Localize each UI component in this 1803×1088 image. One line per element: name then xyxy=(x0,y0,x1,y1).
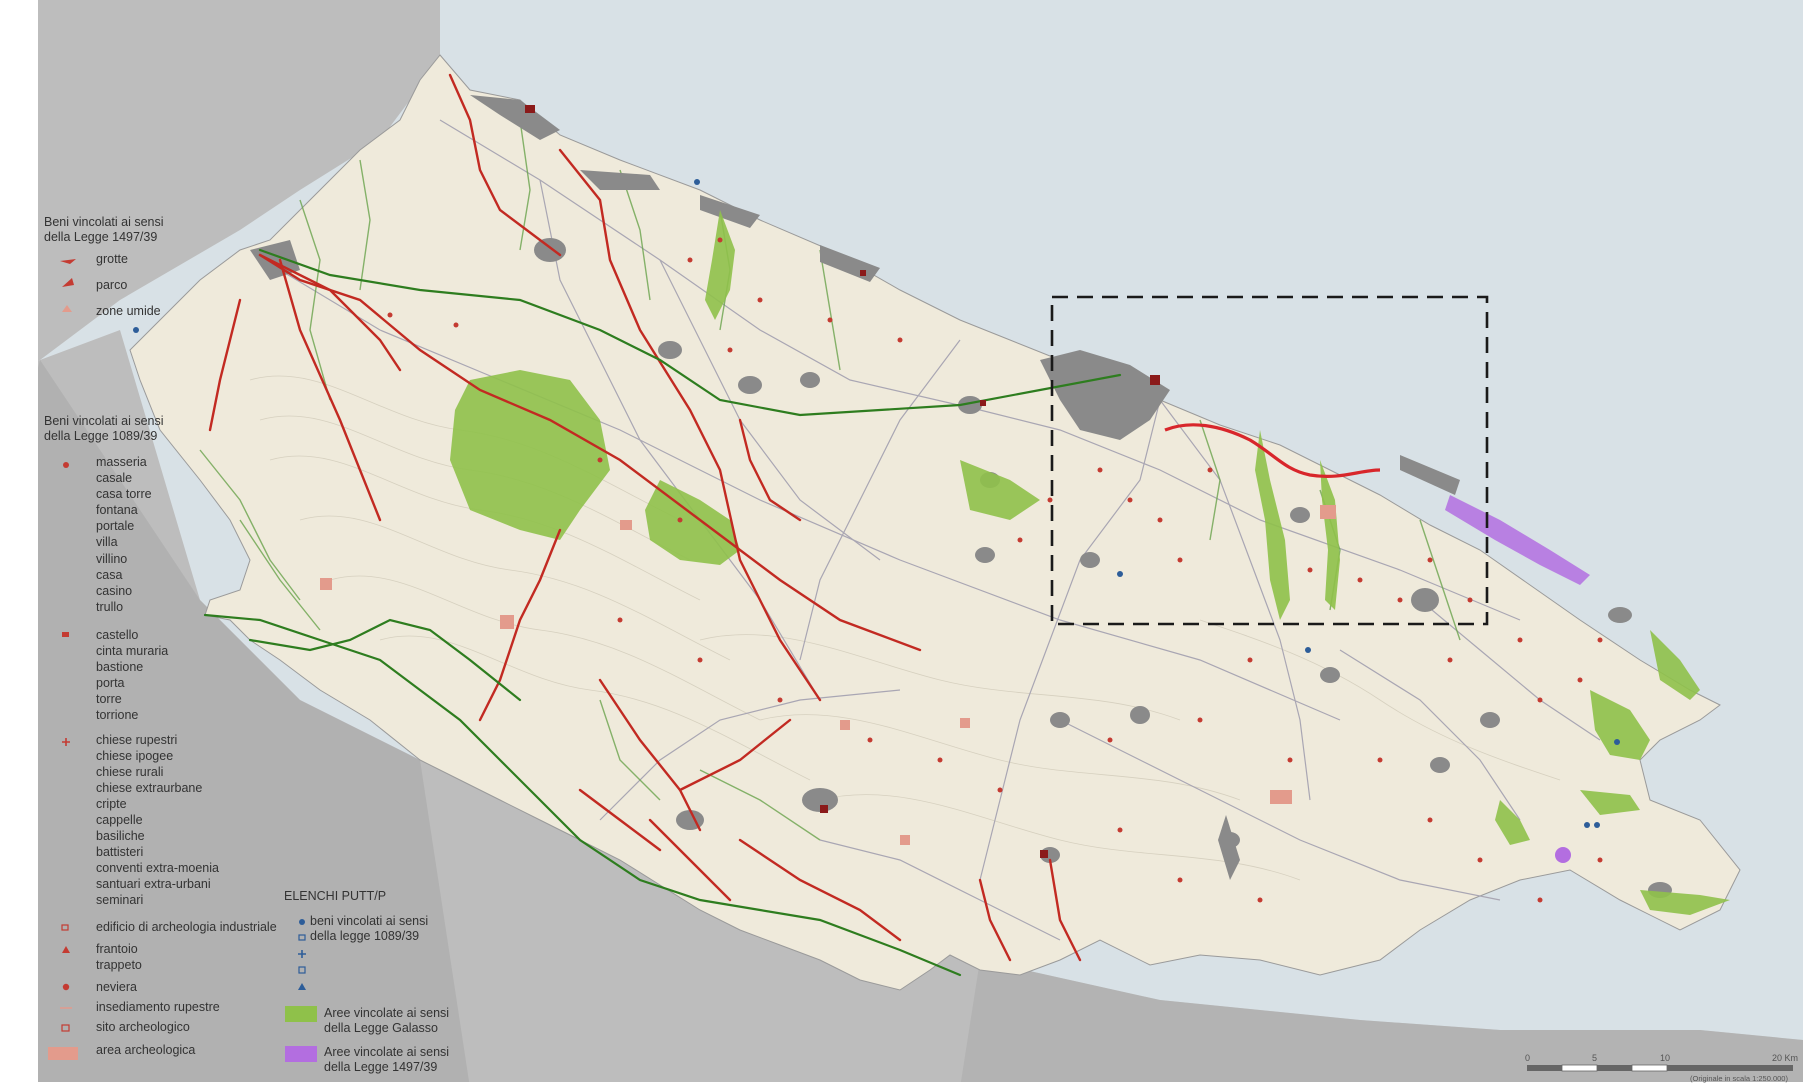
legend-item-neviera: neviera xyxy=(96,979,137,994)
scale-tick-20: 20 Km xyxy=(1772,1053,1799,1063)
tratturi-red xyxy=(208,73,1082,962)
legend-group-masseria: masseria casale casa torre fontana porta… xyxy=(96,455,152,614)
legend-item-grotte: grotte xyxy=(96,252,128,266)
legend-item-sito: sito archeologico xyxy=(96,1019,190,1034)
legend-1497-title: Beni vincolati ai sensi della Legge 1497… xyxy=(44,215,164,244)
historic-centres xyxy=(525,105,1160,858)
land-region xyxy=(129,54,1741,991)
outside-territory xyxy=(0,0,440,380)
outside-territory-shade xyxy=(0,360,470,1088)
urban-areas xyxy=(250,95,1672,898)
legend-group-castello: castello cinta muraria bastione porta to… xyxy=(96,627,169,723)
outside-territory-south xyxy=(0,330,1803,1088)
scale-tick-0: 0 xyxy=(1525,1053,1531,1063)
legend-item-edificio: edificio di archeologia industriale xyxy=(96,919,277,934)
legend-putt-title: ELENCHI PUTT/P xyxy=(284,889,387,903)
legge1497-point xyxy=(1555,847,1571,863)
legend-1089-title: Beni vincolati ai sensi della Legge 1089… xyxy=(44,414,164,443)
page-margin-bottom xyxy=(0,1082,1803,1088)
legend-legge-1497: Beni vincolati ai sensi della Legge 1497… xyxy=(44,215,244,319)
scale-tick-10: 10 xyxy=(1660,1053,1671,1063)
legend-item-parco: parco xyxy=(96,278,128,292)
archaeological-areas xyxy=(320,505,1336,845)
tratturo-highlight xyxy=(1164,423,1381,478)
legend-group-chiese: chiese rupestri chiese ipogee chiese rur… xyxy=(96,732,219,908)
legend-item-insediamento: insediamento rupestre xyxy=(96,999,220,1014)
putt-points xyxy=(133,179,1620,828)
legend-putt: ELENCHI PUTT/P beni vincolati ai sensi d… xyxy=(284,888,504,1075)
legend-legge-1089: Beni vincolati ai sensi della Legge 1089… xyxy=(44,414,304,1058)
scale-tick-5: 5 xyxy=(1592,1053,1598,1063)
legend-putt-galasso: Aree vincolate ai sensi della Legge Gala… xyxy=(324,1006,450,1035)
page-margin xyxy=(0,0,38,1088)
legend-item-frantoio: frantoio xyxy=(96,941,138,956)
legge1497-area xyxy=(1445,495,1590,585)
legend-item-trappeto: trappeto xyxy=(96,957,142,972)
legend-putt-beni: beni vincolati ai sensi della legge 1089… xyxy=(310,914,429,943)
legend-symbols xyxy=(48,259,317,1062)
legend-putt-1497: Aree vincolate ai sensi della Legge 1497… xyxy=(324,1045,450,1074)
road-network xyxy=(279,119,1601,941)
study-area-frame xyxy=(1050,295,1489,626)
legend-item-zone-umide: zone umide xyxy=(96,304,161,318)
outside-territory-shade-south xyxy=(960,960,1803,1088)
scale-note: (Originale in scala 1:250.000) xyxy=(1690,1074,1788,1083)
monument-points xyxy=(387,237,1603,903)
galasso-areas xyxy=(450,210,1730,915)
legend-item-area: area archeologica xyxy=(96,1042,196,1057)
scale-bar xyxy=(1527,1064,1793,1072)
tratturi-green xyxy=(203,248,1122,977)
